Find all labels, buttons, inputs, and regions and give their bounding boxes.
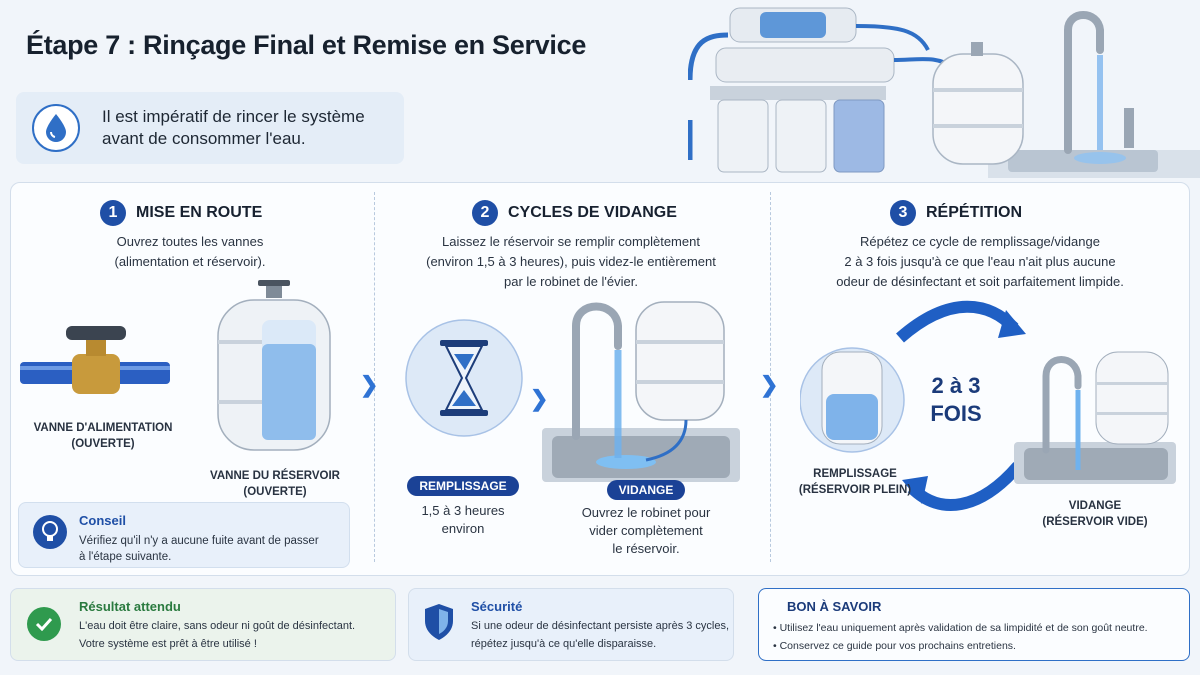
lightbulb-icon xyxy=(33,515,67,549)
tip-card: Conseil Vérifiez qu'il n'y a aucune fuit… xyxy=(18,502,350,568)
step-2-description: Laissez le réservoir se remplir complète… xyxy=(426,234,716,289)
step-title: RÉPÉTITION xyxy=(926,204,1023,221)
sink-drain-illustration xyxy=(542,301,740,482)
security-text: Si une odeur de désinfectant persiste ap… xyxy=(471,620,730,650)
chevron-right-icon: ❯ xyxy=(360,372,379,397)
repeat-count: 2 à 3 FOIS xyxy=(930,373,982,426)
step-3-heading: 3 RÉPÉTITION xyxy=(890,200,1022,226)
drain-pill: VIDANGE xyxy=(606,480,686,500)
hourglass-icon xyxy=(405,319,523,437)
step-title: CYCLES DE VIDANGE xyxy=(508,204,677,221)
fill-cycle-label: REMPLISSAGE (RÉSERVOIR PLEIN) xyxy=(798,468,912,496)
step-separator xyxy=(770,192,771,562)
security-card: Sécurité Si une odeur de désinfectant pe… xyxy=(408,588,734,661)
fill-note: 1,5 à 3 heures environ xyxy=(421,503,505,536)
supply-valve-icon xyxy=(20,326,170,394)
good-to-know-title: BON À SAVOIR xyxy=(787,599,882,614)
intro-banner: Il est impératif de rincer le système av… xyxy=(16,92,404,164)
intro-text: Il est impératif de rincer le système av… xyxy=(102,107,365,148)
page-title: Étape 7 : Rinçage Final et Remise en Ser… xyxy=(26,30,587,60)
step-number: 3 xyxy=(890,200,916,226)
storage-tank-icon xyxy=(217,280,331,451)
step-1-description: Ouvrez toutes les vannes (alimentation e… xyxy=(114,234,266,269)
result-title: Résultat attendu xyxy=(79,599,181,614)
step-separator xyxy=(374,192,375,562)
chevron-right-icon: ❯ xyxy=(530,386,549,411)
step-1-heading: 1 MISE EN ROUTE xyxy=(100,200,262,226)
drain-note: Ouvrez le robinet pour vider complètemen… xyxy=(581,505,711,556)
water-drop-icon xyxy=(32,104,80,152)
step-title: MISE EN ROUTE xyxy=(136,204,263,221)
empty-tank-sink-illustration xyxy=(1014,351,1176,484)
filter-system-illustration xyxy=(688,0,1200,182)
list-item: • Conservez ce guide pour vos prochains … xyxy=(773,640,1016,652)
tip-title: Conseil xyxy=(79,513,126,528)
step-3-description: Répétez ce cycle de remplissage/vidange … xyxy=(836,234,1124,289)
list-item: • Utilisez l'eau uniquement après valida… xyxy=(773,622,1148,634)
chevron-right-icon: ❯ xyxy=(760,372,779,397)
good-to-know-card: BON À SAVOIR • Utilisez l'eau uniquement… xyxy=(758,588,1190,661)
fill-pill: REMPLISSAGE xyxy=(407,476,519,496)
tip-text: Vérifiez qu'il n'y a aucune fuite avant … xyxy=(79,535,319,563)
result-card: Résultat attendu L'eau doit être claire,… xyxy=(10,588,396,661)
step-number: 1 xyxy=(100,200,126,226)
good-to-know-list: • Utilisez l'eau uniquement après valida… xyxy=(773,619,1187,655)
security-title: Sécurité xyxy=(471,599,523,614)
supply-valve-label: VANNE D'ALIMENTATION (OUVERTE) xyxy=(33,422,173,450)
cycle-arrows-icon xyxy=(800,300,1026,511)
step-2-heading: 2 CYCLES DE VIDANGE xyxy=(472,200,677,226)
drain-cycle-label: VIDANGE (RÉSERVOIR VIDE) xyxy=(1042,500,1148,528)
step-number: 2 xyxy=(472,200,498,226)
tank-valve-label: VANNE DU RÉSERVOIR (OUVERTE) xyxy=(210,470,340,498)
checkmark-icon xyxy=(27,607,61,641)
result-text: L'eau doit être claire, sans odeur ni go… xyxy=(79,620,356,650)
shield-icon xyxy=(423,603,455,646)
